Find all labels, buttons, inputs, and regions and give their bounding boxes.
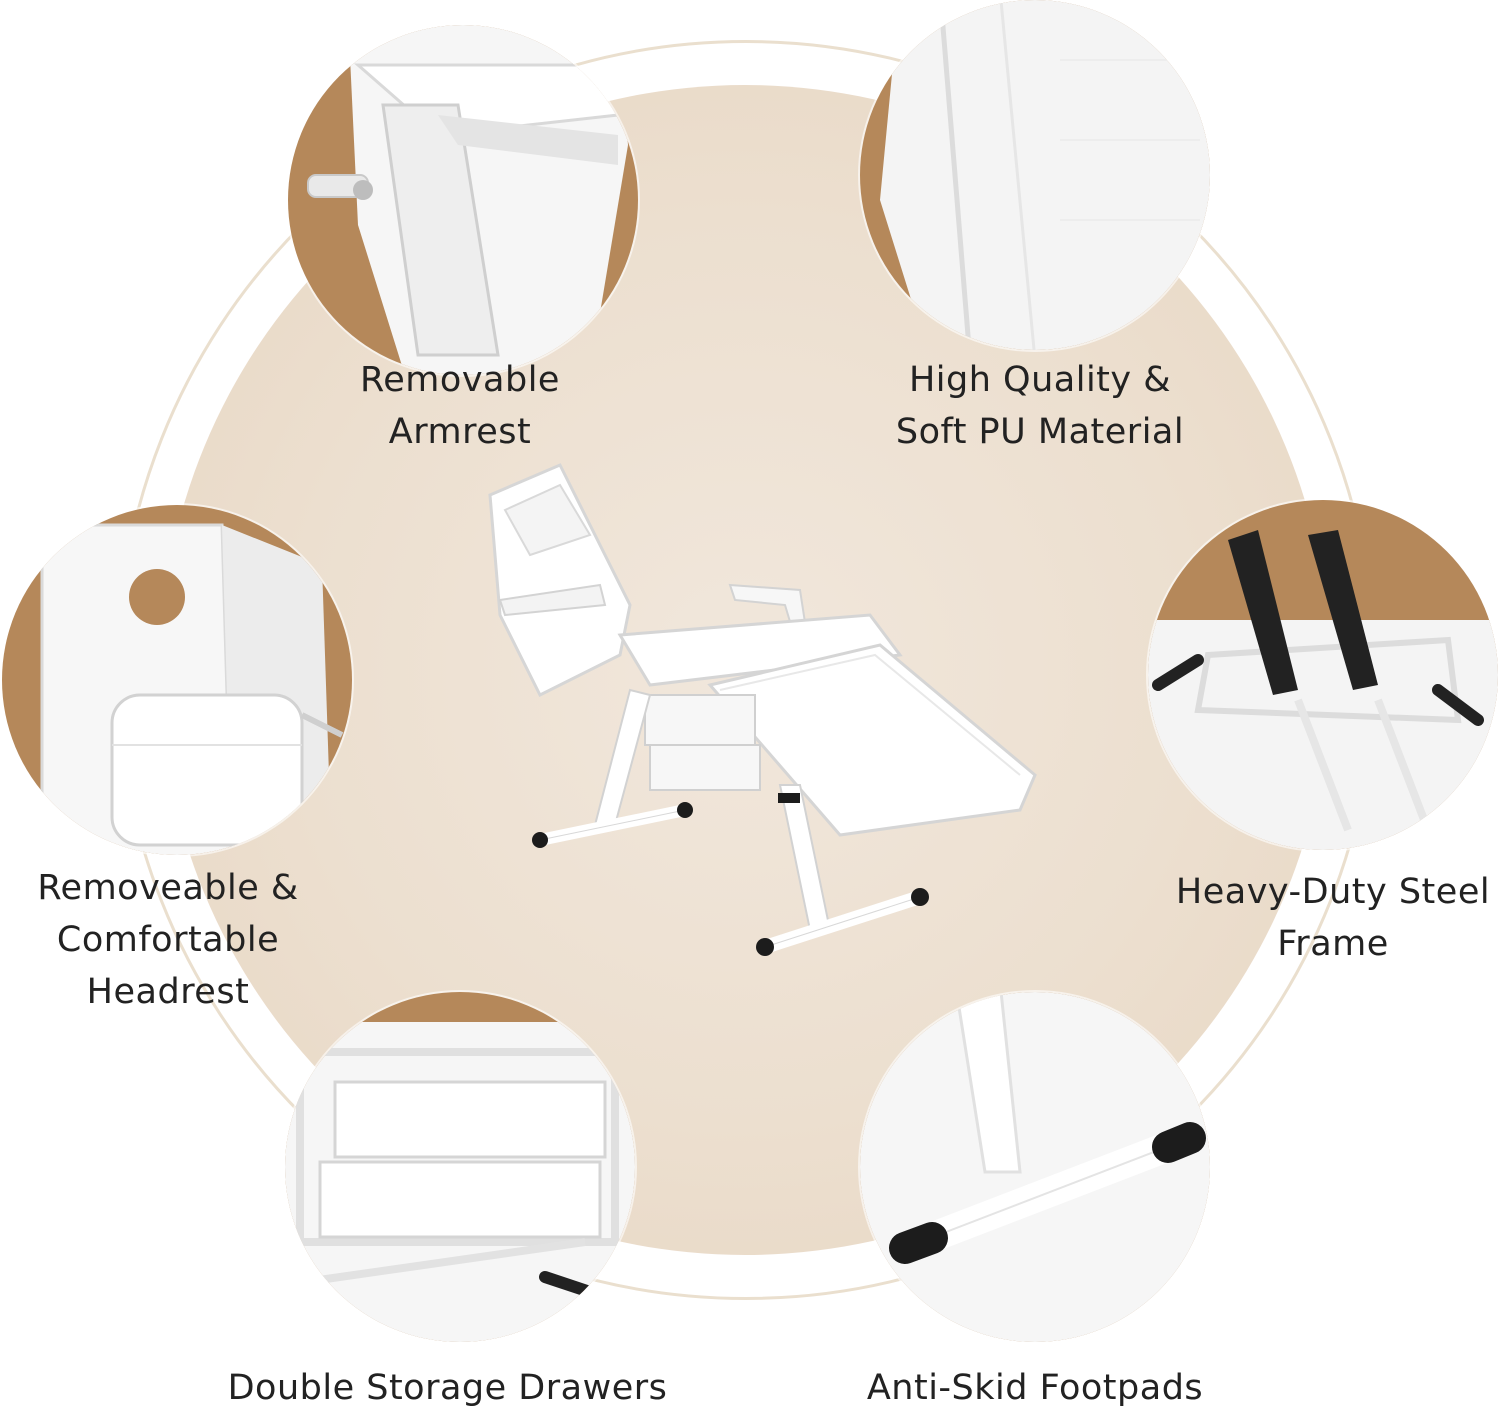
armrest-closeup-image xyxy=(288,25,638,375)
steel-frame-label: Heavy-Duty Steel Frame xyxy=(1175,872,1491,964)
steel-frame-closeup-image xyxy=(1148,500,1498,850)
facial-chair-image xyxy=(480,455,1040,975)
drawers-closeup-image xyxy=(285,992,635,1342)
footpads-closeup-image xyxy=(860,992,1210,1342)
footpads-label: Anti-Skid Footpads xyxy=(866,1368,1204,1408)
headrest-closeup-image xyxy=(2,505,352,855)
material-label: High Quality & Soft PU Material xyxy=(895,360,1185,452)
headrest-label: Removeable & Comfortable Headrest xyxy=(37,868,299,1012)
armrest-label: Removable Armrest xyxy=(360,360,560,452)
drawers-label: Double Storage Drawers xyxy=(227,1368,668,1408)
material-closeup-image xyxy=(860,0,1210,350)
